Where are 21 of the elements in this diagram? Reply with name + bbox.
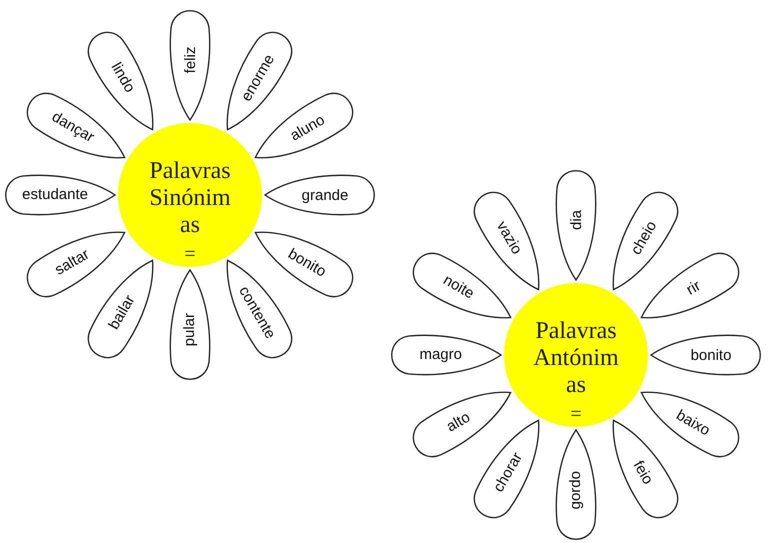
petal-word: feio (630, 457, 657, 487)
petal-word: aluno (286, 110, 328, 144)
center-title: Palavras Antónim as (532, 318, 620, 398)
petal-word: feliz (182, 46, 198, 74)
petal-word: dia (568, 210, 584, 230)
petal-word: bonito (690, 346, 732, 364)
petal-word: magro (420, 346, 462, 364)
equals-mark: = (570, 404, 582, 424)
petal-word: rir (682, 276, 703, 298)
equals-mark: = (184, 244, 196, 264)
petal-word: grande (302, 186, 348, 204)
petal-word: saltar (52, 246, 94, 280)
petal-word: baixo (673, 406, 713, 439)
center-title: Palavras Sinónim as (148, 158, 232, 238)
center-circle (118, 123, 262, 267)
petal-word: estudante (22, 186, 88, 204)
petal-word: noite (440, 272, 478, 303)
petal-word: pular (182, 313, 198, 347)
petal-word: gordo (568, 470, 584, 510)
center-circle (504, 283, 648, 427)
petal-word: alto (444, 409, 474, 436)
